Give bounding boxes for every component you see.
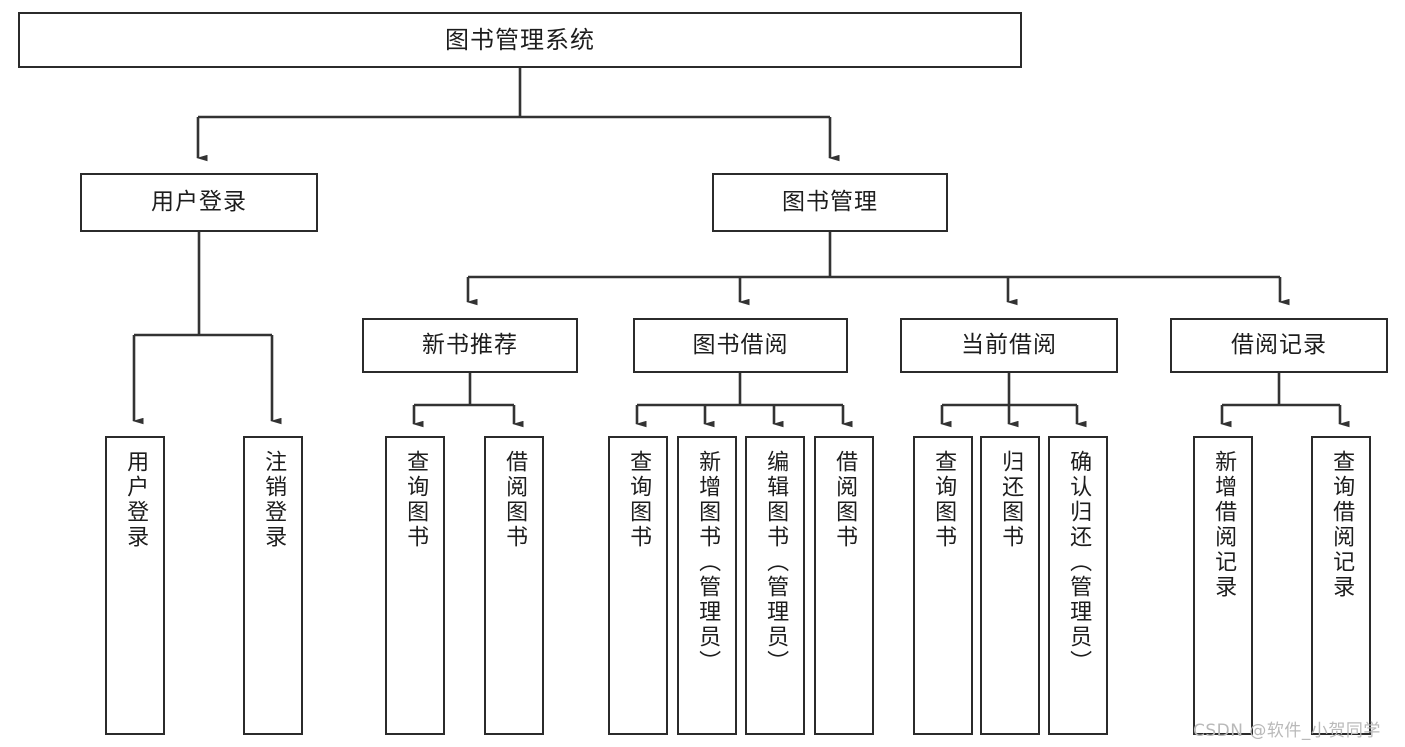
leaf-query-books-current[interactable]: 查询图书	[913, 436, 973, 735]
leaf-add-book-admin[interactable]: 新增图书（管理员）	[677, 436, 737, 735]
node-user-login[interactable]: 用户登录	[80, 173, 318, 232]
leaf-query-books-recommendation[interactable]: 查询图书	[385, 436, 445, 735]
node-label: 归还图书	[998, 450, 1024, 550]
node-current-borrowing[interactable]: 当前借阅	[900, 318, 1118, 373]
leaf-borrow-books-borrowing[interactable]: 借阅图书	[814, 436, 874, 735]
node-label: 用户登录	[151, 188, 247, 215]
node-label: 查询图书	[626, 450, 652, 550]
node-label: 图书借阅	[692, 331, 789, 358]
leaf-logout[interactable]: 注销登录	[243, 436, 303, 735]
node-label: 注销登录	[261, 450, 287, 550]
node-label: 确认归还（管理员）	[1066, 450, 1092, 675]
node-new-book-recommendation[interactable]: 新书推荐	[362, 318, 578, 373]
node-book-borrowing[interactable]: 图书借阅	[633, 318, 848, 373]
node-label: 新增图书（管理员）	[695, 450, 721, 675]
node-root-library-management-system[interactable]: 图书管理系统	[18, 12, 1022, 68]
node-book-management[interactable]: 图书管理	[712, 173, 948, 232]
node-label: 借阅图书	[832, 450, 858, 550]
csdn-watermark: CSDN @软件_小贺同学	[1193, 721, 1381, 741]
leaf-edit-book-admin[interactable]: 编辑图书（管理员）	[745, 436, 805, 735]
leaf-query-borrow-record[interactable]: 查询借阅记录	[1311, 436, 1371, 735]
node-label: 借阅记录	[1231, 331, 1327, 358]
node-label: 借阅图书	[502, 450, 528, 550]
leaf-query-books-borrowing[interactable]: 查询图书	[608, 436, 668, 735]
node-label: 查询图书	[931, 450, 957, 550]
node-borrow-records[interactable]: 借阅记录	[1170, 318, 1388, 373]
leaf-return-books[interactable]: 归还图书	[980, 436, 1040, 735]
node-label: 新书推荐	[422, 331, 518, 358]
node-label: 新增借阅记录	[1211, 450, 1237, 600]
node-label: 图书管理系统	[445, 25, 595, 54]
leaf-borrow-books-recommendation[interactable]: 借阅图书	[484, 436, 544, 735]
node-label: 图书管理	[782, 188, 878, 215]
node-label: 查询借阅记录	[1329, 450, 1355, 600]
leaf-add-borrow-record[interactable]: 新增借阅记录	[1193, 436, 1253, 735]
node-label: 当前借阅	[961, 331, 1057, 358]
leaf-confirm-return-admin[interactable]: 确认归还（管理员）	[1048, 436, 1108, 735]
leaf-user-login[interactable]: 用户登录	[105, 436, 165, 735]
node-label: 用户登录	[123, 450, 149, 550]
node-label: 查询图书	[403, 450, 429, 550]
node-label: 编辑图书（管理员）	[763, 450, 789, 675]
